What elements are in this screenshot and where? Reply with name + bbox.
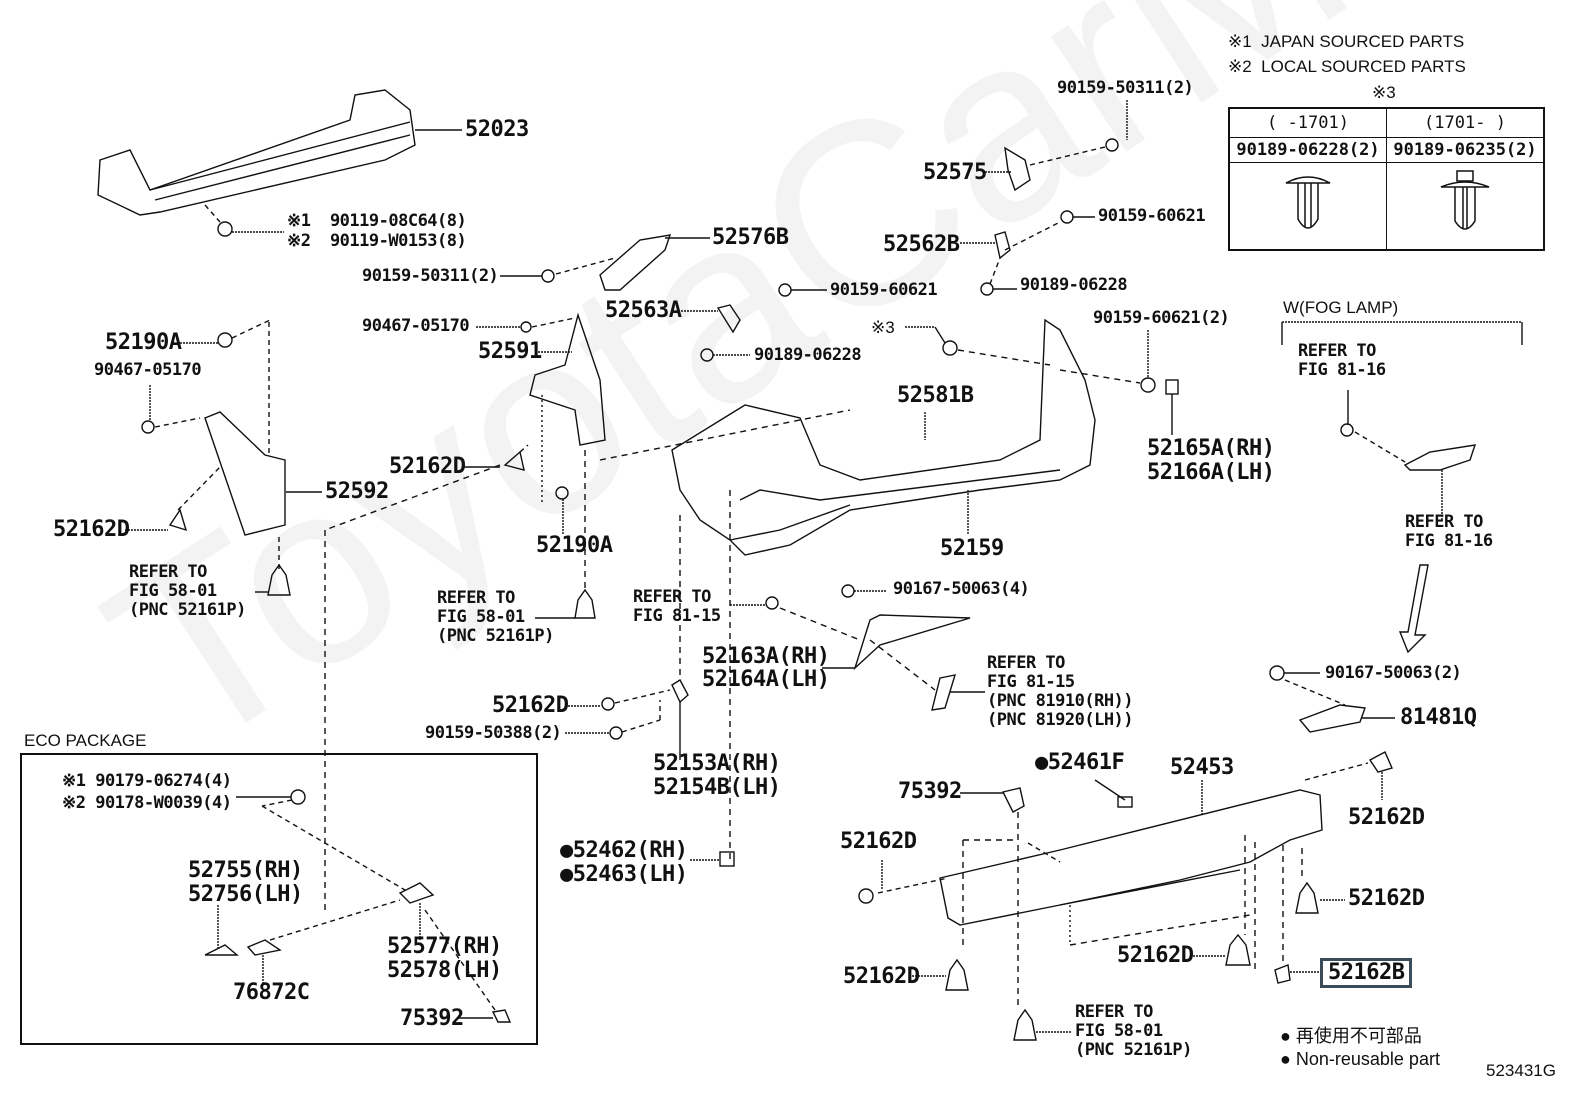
part-52159[interactable]: 52159 [940, 536, 1004, 561]
part-bolt-jp[interactable]: ※1 90119-08C64(8) [287, 211, 467, 231]
part-52190A-top[interactable]: 52190A [105, 330, 182, 355]
part-52575[interactable]: 52575 [923, 160, 987, 185]
part-90159-50311-a[interactable]: 90159-50311(2) [362, 266, 499, 286]
eco-part-52577[interactable]: 52577(RH) [387, 934, 502, 959]
part-52162D-f[interactable]: 52162D [1348, 886, 1425, 911]
part-52154B[interactable]: 52154B(LH) [653, 775, 781, 800]
part-52162D-g[interactable]: 52162D [1117, 943, 1194, 968]
refer-e-2[interactable]: FIG 58-01 [1075, 1021, 1163, 1041]
part-52162D-c[interactable]: 52162D [492, 693, 569, 718]
table-part-after[interactable]: 90189-06235(2) [1386, 137, 1545, 163]
clip-reference-table: ( -1701) (1701- ) 90189-06228(2) 90189-0… [1228, 107, 1545, 251]
part-52164A[interactable]: 52164A(LH) [702, 667, 830, 692]
refer-c-2[interactable]: FIG 81-15 [633, 606, 721, 626]
part-90189-06228-a[interactable]: 90189-06228 [1020, 275, 1128, 295]
eco-fastener-jp[interactable]: ※1 90179-06274(4) [62, 771, 232, 791]
refer-c-1[interactable]: REFER TO [633, 587, 711, 607]
part-bolt-local[interactable]: ※2 90119-W0153(8) [287, 231, 467, 251]
refer-a-3[interactable]: (PNC 52161P) [129, 600, 246, 620]
fog-refer-top-2[interactable]: FIG 81-16 [1298, 360, 1386, 380]
part-52562B[interactable]: 52562B [883, 232, 960, 257]
clip-icon [1228, 162, 1387, 251]
part-52592[interactable]: 52592 [325, 479, 389, 504]
fog-refer-bottom-2[interactable]: FIG 81-16 [1405, 531, 1493, 551]
part-52453[interactable]: 52453 [1170, 755, 1234, 780]
part-52162D-d[interactable]: 52162D [840, 829, 917, 854]
part-81481Q[interactable]: 81481Q [1400, 705, 1477, 730]
refer-d-3[interactable]: (PNC 81910(RH)) [987, 691, 1134, 711]
part-90159-50311-b[interactable]: 90159-50311(2) [1057, 78, 1194, 98]
push-clip-head-icon [1440, 169, 1490, 230]
eco-part-52578[interactable]: 52578(LH) [387, 958, 502, 983]
part-90167-50063-b[interactable]: 90167-50063(2) [1325, 663, 1462, 683]
part-90167-50063-a[interactable]: 90167-50063(4) [893, 579, 1030, 599]
part-52165A[interactable]: 52165A(RH) [1147, 436, 1275, 461]
part-52162D-a[interactable]: 52162D [389, 454, 466, 479]
refer-b-1[interactable]: REFER TO [437, 588, 515, 608]
fog-refer-bottom-1[interactable]: REFER TO [1405, 512, 1483, 532]
push-clip-icon [1285, 175, 1331, 229]
reinforcement-52023-drawing [97, 89, 416, 216]
legend-note-1: ※1 JAPAN SOURCED PARTS [1228, 32, 1465, 51]
refer-e-3[interactable]: (PNC 52161P) [1075, 1040, 1192, 1060]
eco-part-52755[interactable]: 52755(RH) [188, 858, 303, 883]
refer-d-1[interactable]: REFER TO [987, 653, 1065, 673]
part-52166A[interactable]: 52166A(LH) [1147, 460, 1275, 485]
lower-diffuser-52453-drawing [939, 789, 1323, 926]
part-52023[interactable]: 52023 [465, 117, 529, 142]
part-75392[interactable]: 75392 [898, 779, 962, 804]
legend-note-2: ※2 LOCAL SOURCED PARTS [1228, 57, 1466, 76]
table-header-after-1701: (1701- ) [1386, 107, 1545, 138]
part-52581B[interactable]: 52581B [897, 383, 974, 408]
part-52576B[interactable]: 52576B [712, 225, 789, 250]
part-90189-06228-b[interactable]: 90189-06228 [754, 345, 862, 365]
legend-note-3-title: ※3 [1372, 83, 1396, 102]
part-90467-05170-b[interactable]: 90467-05170 [94, 360, 202, 380]
table-part-before[interactable]: 90189-06228(2) [1228, 137, 1387, 163]
refer-b-3[interactable]: (PNC 52161P) [437, 626, 554, 646]
part-52461F[interactable]: ●52461F [1035, 750, 1125, 775]
part-52563A[interactable]: 52563A [605, 298, 682, 323]
part-90159-50388[interactable]: 90159-50388(2) [425, 723, 562, 743]
refer-e-1[interactable]: REFER TO [1075, 1002, 1153, 1022]
refer-a-2[interactable]: FIG 58-01 [129, 581, 217, 601]
part-52463[interactable]: ●52463(LH) [560, 862, 688, 887]
part-90467-05170-a[interactable]: 90467-05170 [362, 316, 470, 336]
clip-icon [1386, 162, 1545, 251]
part-90159-60621-a[interactable]: 90159-60621 [1098, 206, 1206, 226]
part-90159-60621-c[interactable]: 90159-60621(2) [1093, 308, 1230, 328]
fog-lamp-title: W(FOG LAMP) [1283, 298, 1399, 317]
part-52162D-e[interactable]: 52162D [1348, 805, 1425, 830]
footnote-japanese: ● 再使用不可部品 [1280, 1026, 1422, 1046]
diagram-id: 523431G [1486, 1061, 1556, 1080]
part-52162B-highlighted[interactable]: 52162B [1320, 958, 1413, 988]
eco-fastener-local[interactable]: ※2 90178-W0039(4) [62, 793, 232, 813]
refer-a-1[interactable]: REFER TO [129, 562, 207, 582]
table-header-before-1701: ( -1701) [1228, 107, 1387, 138]
eco-package-title: ECO PACKAGE [24, 731, 147, 750]
part-52162D-b[interactable]: 52162D [53, 517, 130, 542]
refer-b-2[interactable]: FIG 58-01 [437, 607, 525, 627]
part-52153A[interactable]: 52153A(RH) [653, 751, 781, 776]
note-x3: ※3 [871, 318, 895, 337]
part-52190A-mid[interactable]: 52190A [536, 533, 613, 558]
refer-d-2[interactable]: FIG 81-15 [987, 672, 1075, 692]
fog-refer-top-1[interactable]: REFER TO [1298, 341, 1376, 361]
part-52162D-h[interactable]: 52162D [843, 964, 920, 989]
footnote-non-reusable: ● Non-reusable part [1280, 1049, 1440, 1069]
eco-part-52756[interactable]: 52756(LH) [188, 882, 303, 907]
bumper-cover-52159-drawing [671, 318, 1096, 556]
eco-part-76872C[interactable]: 76872C [233, 980, 310, 1005]
eco-part-75392[interactable]: 75392 [400, 1006, 464, 1031]
part-52462[interactable]: ●52462(RH) [560, 838, 688, 863]
refer-d-4[interactable]: (PNC 81920(LH)) [987, 710, 1134, 730]
part-52591[interactable]: 52591 [478, 339, 542, 364]
part-52163A[interactable]: 52163A(RH) [702, 644, 830, 669]
part-90159-60621-b[interactable]: 90159-60621 [830, 280, 938, 300]
eco-package-box [20, 753, 538, 1045]
